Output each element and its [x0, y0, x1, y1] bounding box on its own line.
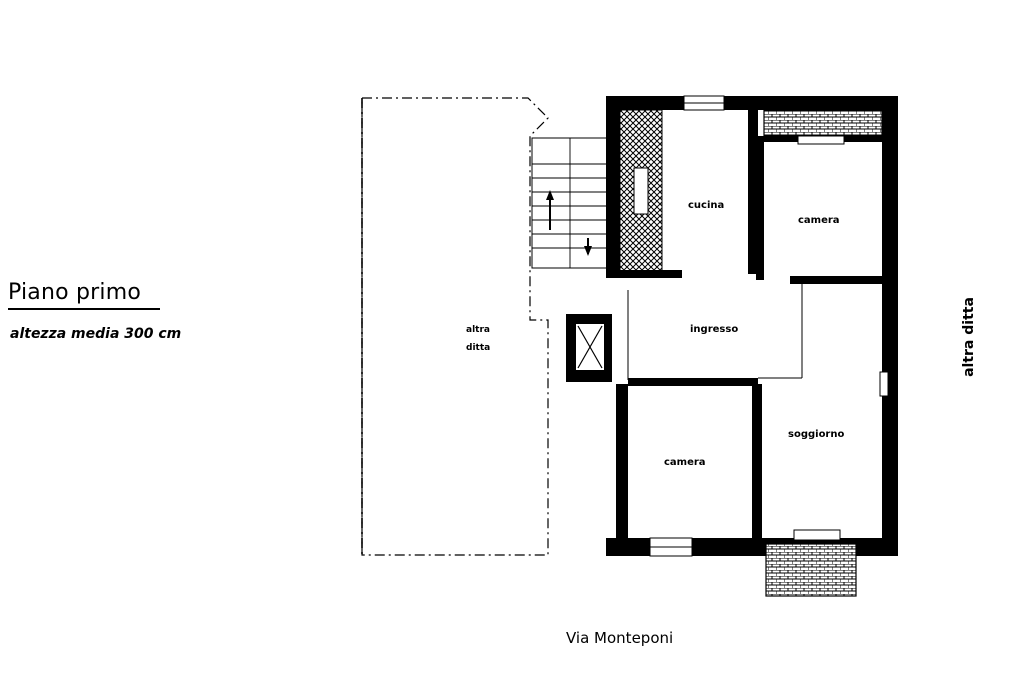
room-label-camera-top: camera	[798, 215, 840, 226]
floor-title: Piano primo	[8, 280, 141, 305]
staircase	[531, 137, 609, 269]
balcony-bottom	[765, 543, 857, 597]
street-label: Via Monteponi	[566, 629, 674, 647]
title-underline	[8, 308, 160, 310]
room-label-cucina: cucina	[688, 200, 724, 211]
room-label-ingresso: ingresso	[690, 324, 738, 335]
room-label-ditta: ditta	[466, 343, 490, 353]
windows	[649, 95, 889, 557]
room-label-altra: altra	[466, 325, 490, 335]
neighbor-boundary	[361, 97, 549, 556]
balcony-top	[763, 109, 883, 137]
partitions	[627, 284, 803, 380]
lightwell-inner	[633, 167, 649, 215]
room-label-camera-bottom: camera	[664, 457, 706, 468]
lift-shaft	[566, 314, 612, 382]
room-label-soggiorno: soggiorno	[788, 429, 844, 440]
height-note: altezza media 300 cm	[10, 326, 182, 342]
